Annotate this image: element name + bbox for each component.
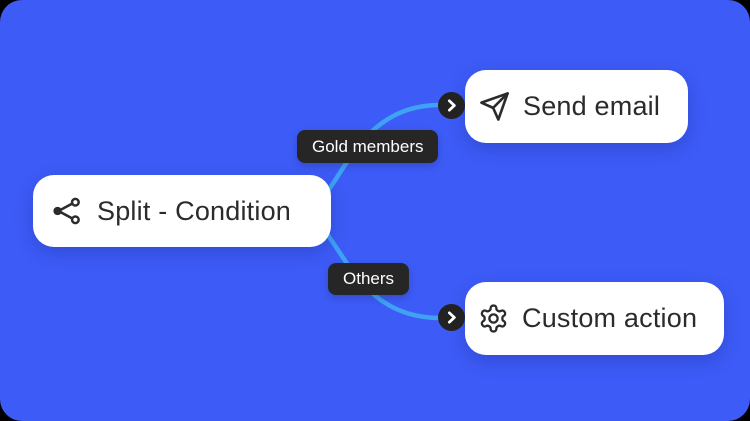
send-email-node[interactable]: Send email [465, 70, 688, 143]
custom-action-node[interactable]: Custom action [465, 282, 724, 355]
send-email-label: Send email [523, 91, 661, 121]
custom-action-input-port[interactable] [438, 304, 465, 331]
split-condition-label: Split - Condition [97, 195, 291, 226]
send-email-input-port[interactable] [438, 92, 465, 119]
chevron-right-icon [447, 311, 456, 324]
custom-action-label: Custom action [522, 303, 698, 333]
chevron-right-icon [447, 99, 456, 112]
branch-label-others[interactable]: Others [328, 263, 410, 295]
gear-icon [478, 303, 509, 334]
others-text: Others [343, 269, 395, 288]
split-condition-node[interactable]: Split - Condition [33, 175, 331, 247]
split-icon [52, 196, 82, 226]
gold-members-text: Gold members [312, 136, 424, 156]
send-icon [478, 90, 511, 123]
branch-label-gold-members[interactable]: Gold members [297, 130, 439, 163]
